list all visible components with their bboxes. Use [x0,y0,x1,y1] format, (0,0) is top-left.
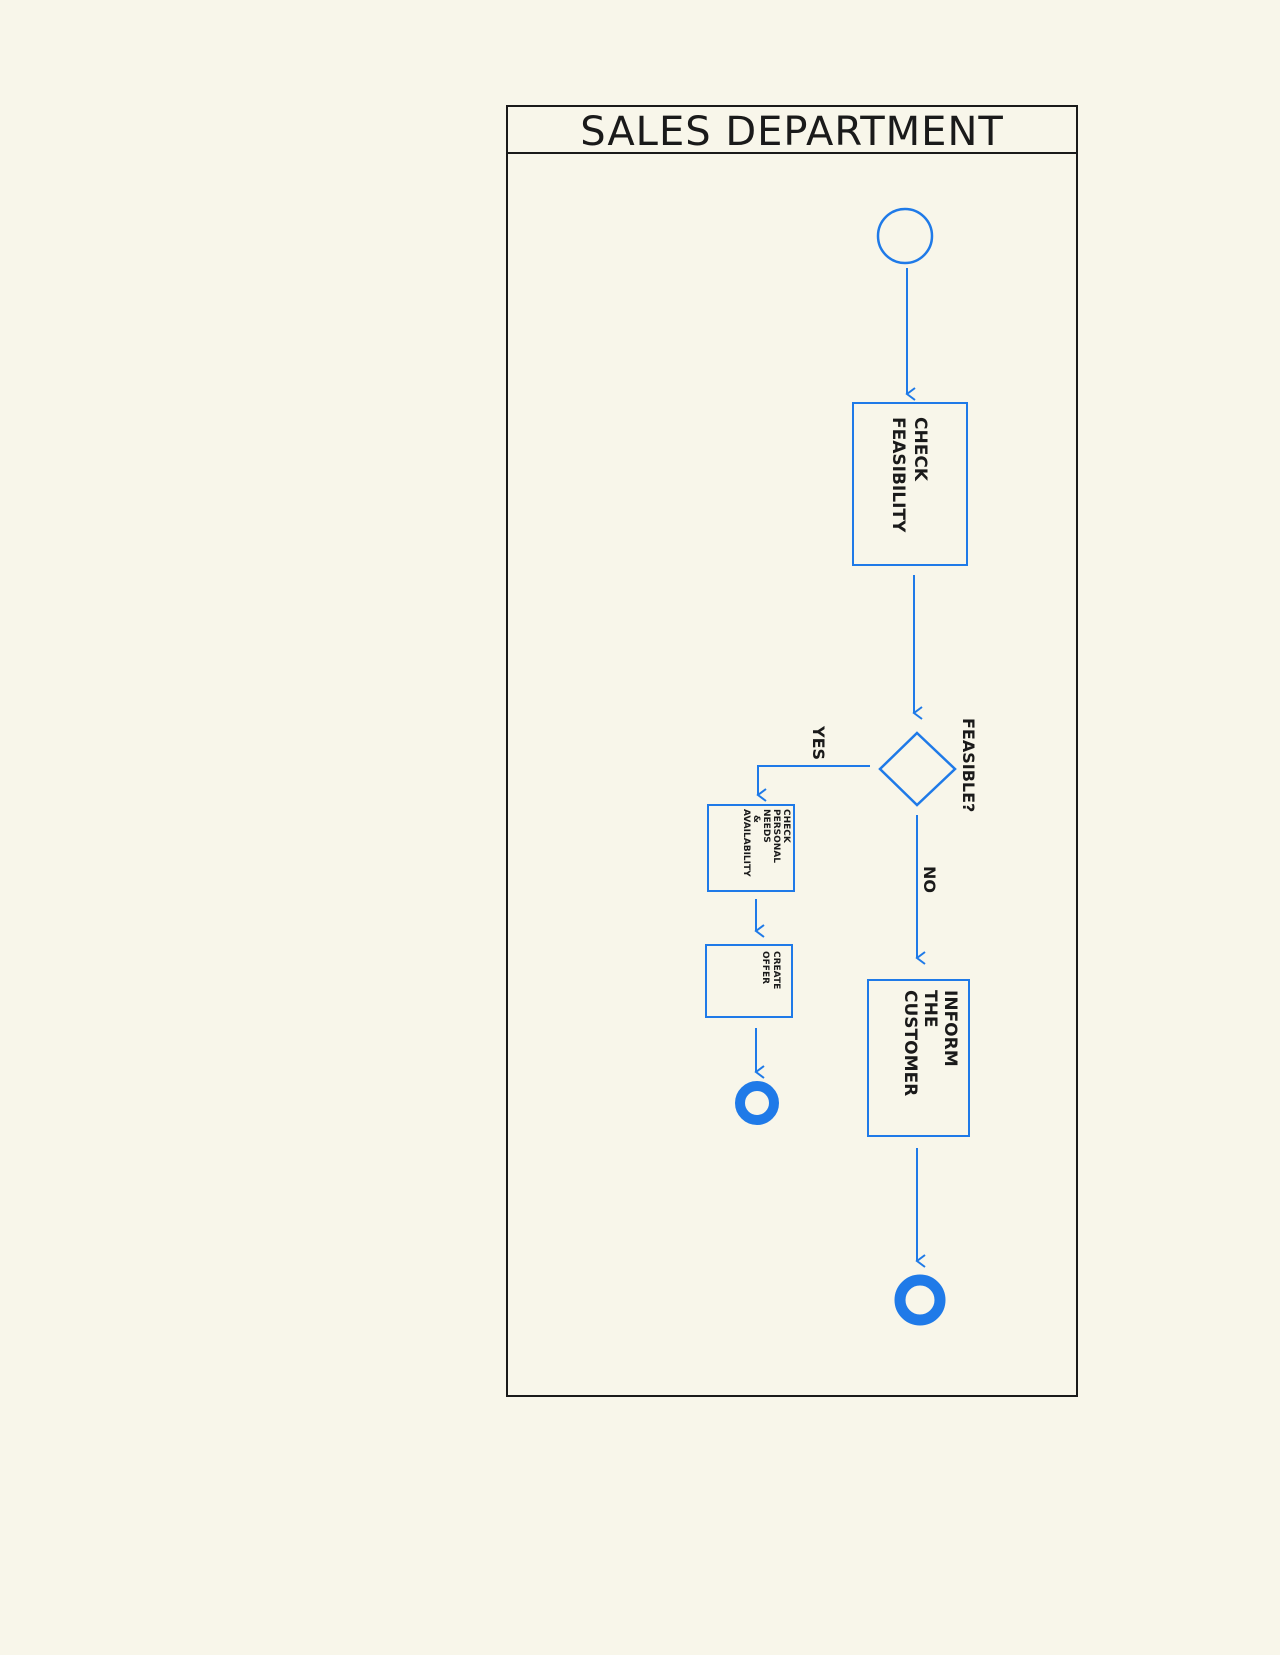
activity-check-personal-label-3: NEEDS [761,809,771,843]
activity-create-offer[interactable]: CREATE OFFER [705,944,793,1018]
edge-no-label: NO [920,866,939,893]
activity-check-personal[interactable]: CHECK PERSONAL NEEDS & AVAILABILITY [707,804,795,892]
activity-check-personal-label-4: & [751,815,761,823]
swimlane: SALES DEPARTMENT [506,105,1078,1397]
activity-check-personal-box[interactable] [707,804,795,892]
end-node-offer[interactable] [735,1081,779,1125]
activity-inform-customer-label-3: CUSTOMER [900,990,920,1096]
activity-inform-customer-box[interactable] [867,979,970,1137]
activity-check-personal-label-1: CHECK [781,809,791,844]
activity-inform-customer[interactable]: INFORM THE CUSTOMER [867,979,970,1137]
decision-feasible[interactable]: FEASIBLE? [878,718,978,812]
activity-check-feasibility[interactable]: CHECK FEASIBILITY [852,402,968,566]
start-node[interactable] [876,207,934,265]
decision-label: FEASIBLE? [959,718,978,812]
swimlane-title: SALES DEPARTMENT [580,109,1004,155]
edge-yes [756,765,870,802]
decision-diamond[interactable] [878,731,957,807]
activity-check-feasibility-label-2: FEASIBILITY [888,417,908,533]
end-node-inform[interactable] [894,1274,946,1326]
edge-yes-label: YES [809,725,828,760]
activity-check-personal-label-5: AVAILABILITY [741,809,751,877]
activity-check-feasibility-box[interactable] [852,402,968,566]
activity-create-offer-box[interactable] [705,944,793,1018]
activity-inform-customer-label-1: INFORM [940,990,960,1067]
activity-check-feasibility-label-1: CHECK [910,417,930,482]
activity-create-offer-label-1: CREATE [771,951,781,989]
swimlane-border [506,105,1078,1397]
activity-create-offer-label-2: OFFER [760,951,770,984]
activity-check-personal-label-2: PERSONAL [771,809,781,863]
activity-inform-customer-label-2: THE [920,990,940,1027]
